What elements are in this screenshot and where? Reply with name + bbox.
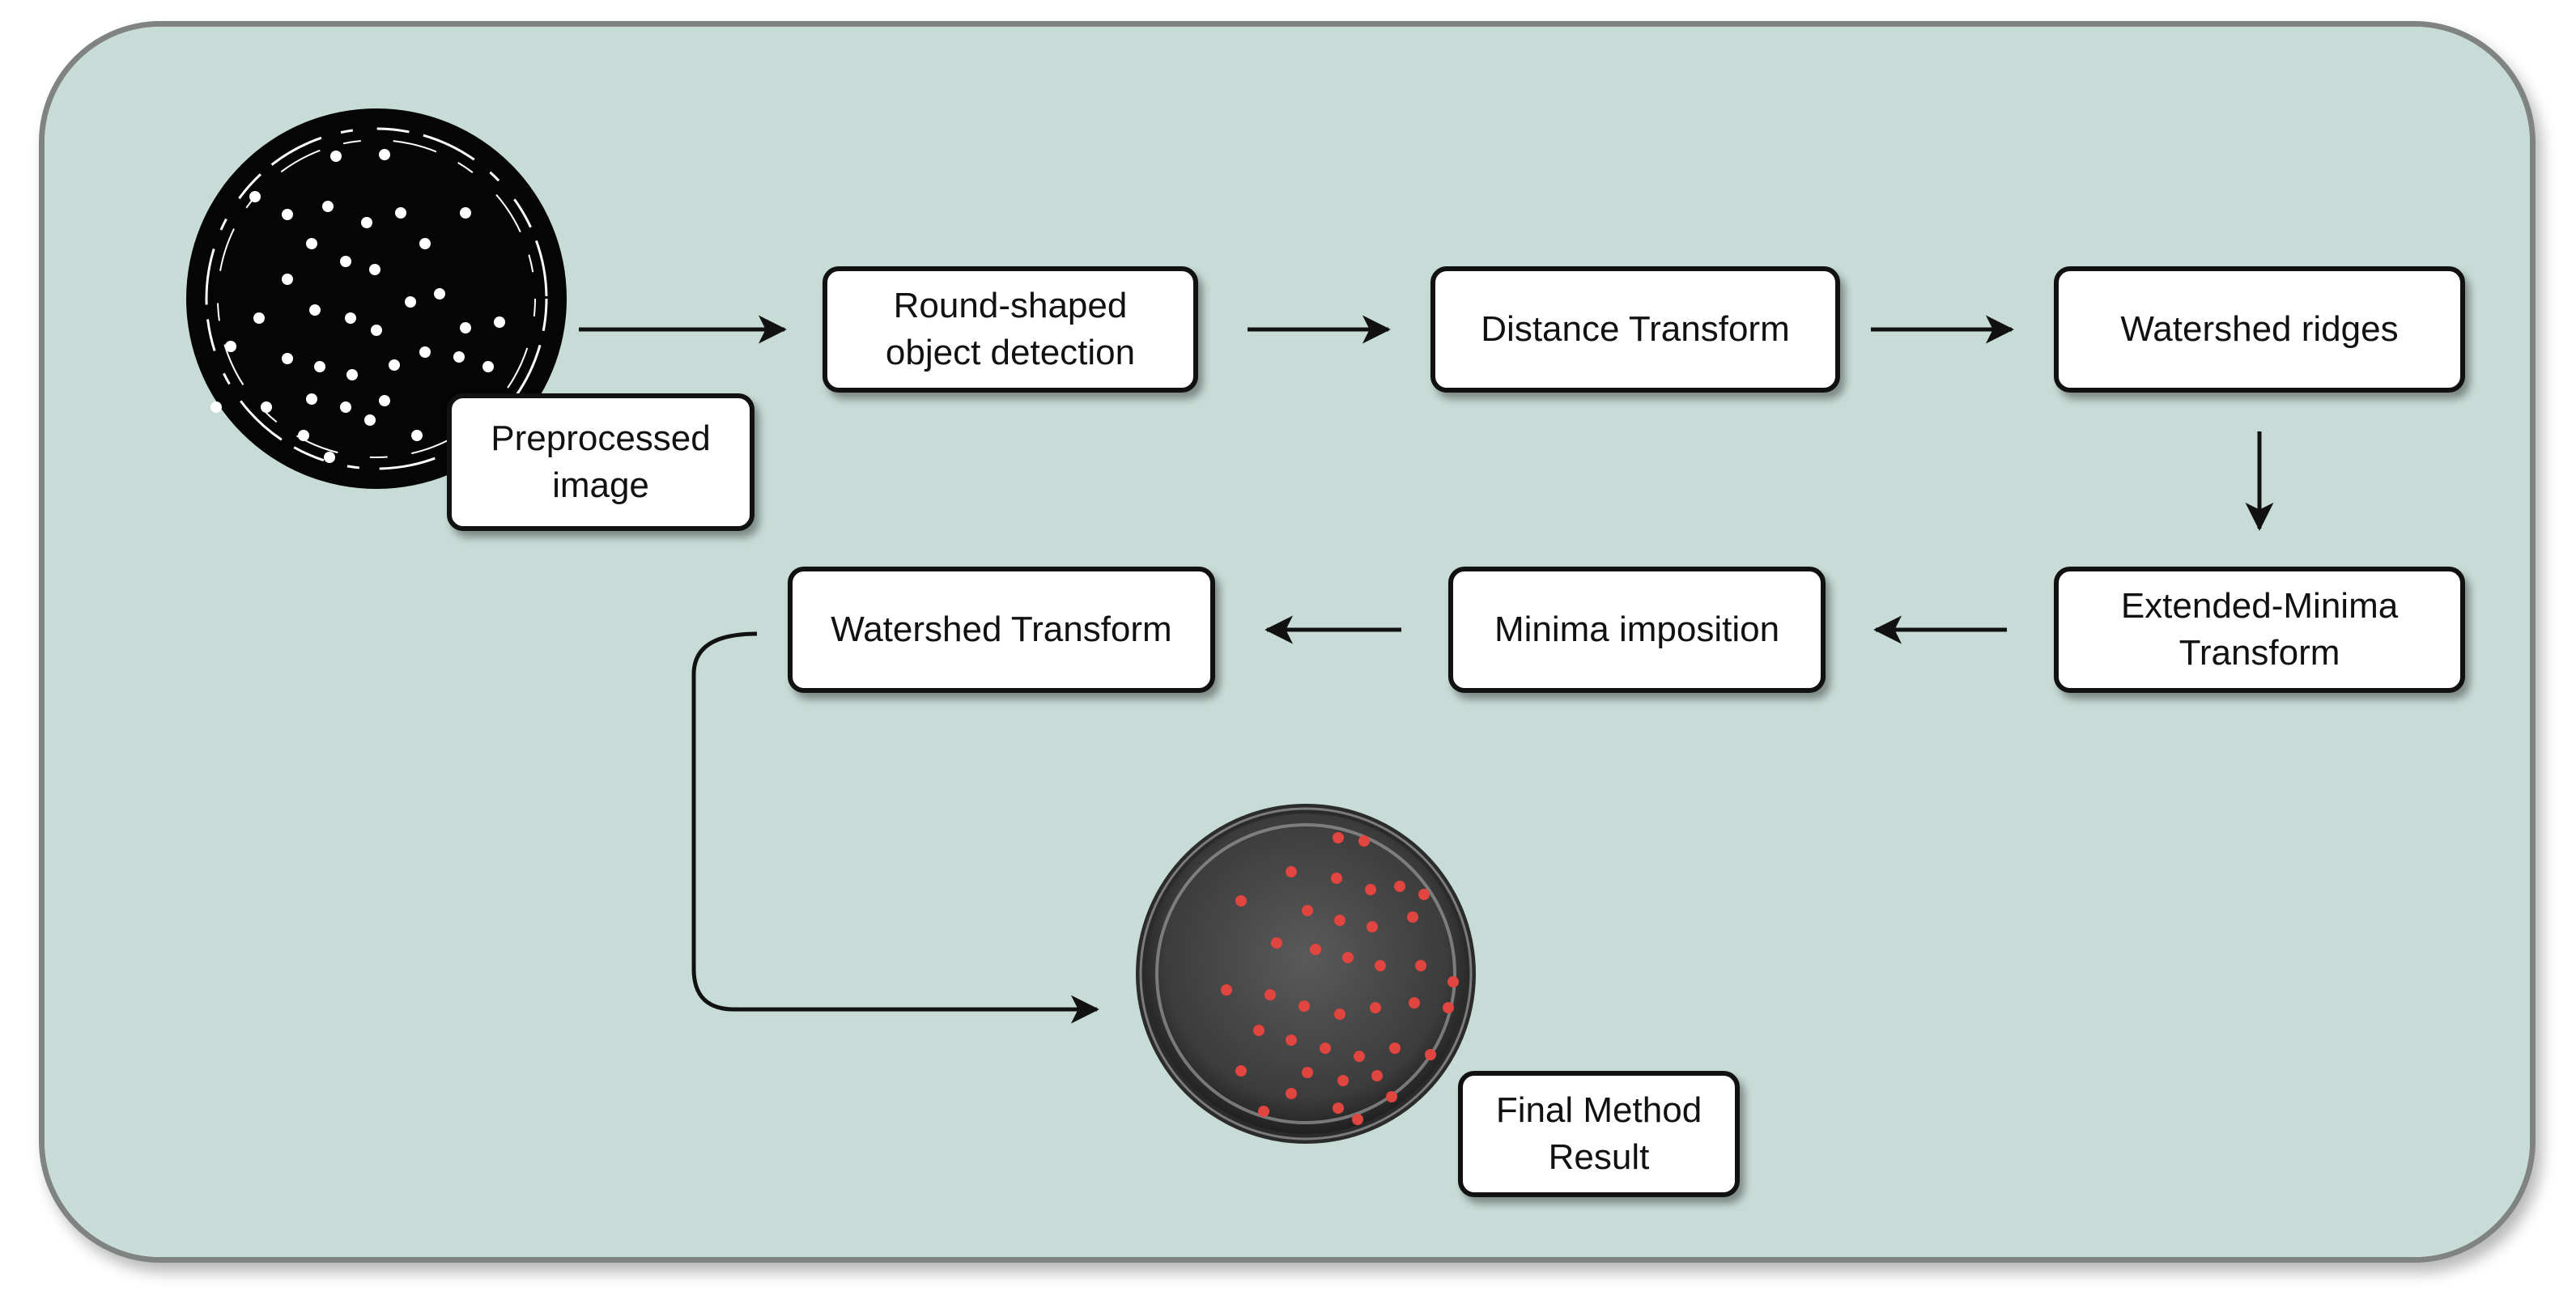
red-colony-dot — [1235, 895, 1247, 907]
red-colony-dot — [1235, 1065, 1247, 1077]
colony-dot — [361, 217, 372, 228]
red-colony-dot — [1358, 835, 1370, 847]
red-colony-dot — [1367, 921, 1378, 932]
diagram-panel: Preprocessed image Round-shaped object d… — [39, 21, 2536, 1263]
colony-dot — [282, 274, 293, 285]
colony-dot — [379, 395, 390, 406]
watershed-transform-box: Watershed Transform — [788, 567, 1215, 693]
minima-imposition-label: Minima imposition — [1494, 610, 1780, 649]
round-shaped-object-detection-box: Round-shaped object detection — [823, 266, 1198, 393]
red-colony-dot — [1389, 1043, 1401, 1054]
colony-dot — [434, 288, 445, 299]
red-colony-dot — [1365, 884, 1376, 895]
colony-dot — [345, 312, 356, 324]
red-colony-dot — [1333, 1102, 1344, 1114]
red-colony-dot — [1447, 976, 1459, 988]
colony-dot — [419, 346, 431, 358]
red-colony-dot — [1286, 866, 1297, 877]
red-colony-dot — [1302, 1067, 1313, 1078]
colony-dot — [494, 316, 505, 328]
colony-dot — [282, 353, 293, 364]
red-colony-dot — [1334, 915, 1345, 926]
colony-dot — [379, 149, 390, 160]
red-colony-dot — [1386, 1091, 1397, 1102]
final-method-result-label: Final Method Result — [1495, 1090, 1702, 1177]
minima-imposition-box: Minima imposition — [1448, 567, 1826, 693]
colony-dot — [324, 452, 335, 463]
colony-dot — [330, 151, 342, 162]
round-shaped-object-detection-label: Round-shaped object detection — [885, 286, 1136, 372]
red-colony-dot — [1333, 832, 1344, 843]
red-colony-dot — [1265, 989, 1276, 1000]
colony-dot — [405, 296, 416, 308]
colony-dot — [306, 393, 317, 405]
red-colony-dot — [1331, 873, 1342, 884]
red-colony-dot — [1352, 1114, 1363, 1125]
colony-dot — [453, 351, 465, 363]
red-colony-dot — [1371, 1070, 1383, 1081]
petri-dish-with-red-colonies-icon — [1136, 804, 1476, 1144]
red-colony-dot — [1258, 1106, 1269, 1117]
red-colony-dot — [1337, 1075, 1349, 1086]
colony-dot — [340, 401, 351, 413]
arrow-watershed-transform-to-final-result — [691, 631, 1099, 1024]
colony-dot — [340, 256, 351, 267]
colony-dot — [253, 312, 265, 324]
red-colony-dot — [1320, 1043, 1331, 1054]
colony-dot — [322, 201, 334, 212]
colony-dot — [298, 430, 309, 441]
colony-dot — [369, 264, 380, 275]
colony-dot — [389, 359, 400, 371]
red-colony-dot — [1253, 1025, 1265, 1036]
colony-dot — [210, 401, 222, 413]
red-colony-dot — [1415, 960, 1426, 971]
red-colony-dot — [1310, 944, 1321, 955]
colony-dot — [460, 322, 471, 333]
colony-dot — [282, 209, 293, 220]
red-colony-dot — [1271, 937, 1282, 949]
red-colony-dot — [1286, 1088, 1297, 1099]
red-colony-dot — [1443, 1002, 1454, 1013]
colony-dot — [249, 191, 261, 202]
red-colony-dot — [1302, 905, 1313, 916]
preprocessed-image-label: Preprocessed image — [491, 418, 711, 505]
extended-minima-transform-label: Extended-Minima Transform — [2120, 586, 2399, 673]
colony-dot — [419, 238, 431, 249]
colony-dot — [395, 207, 406, 219]
preprocessed-image-box: Preprocessed image — [447, 393, 755, 531]
colony-dot — [261, 401, 272, 413]
colony-dot — [306, 238, 317, 249]
colony-dot — [411, 430, 423, 441]
distance-transform-label: Distance Transform — [1481, 309, 1790, 349]
colony-dot — [346, 369, 358, 380]
watershed-ridges-label: Watershed ridges — [2120, 309, 2399, 349]
red-colony-dot — [1375, 960, 1386, 971]
red-colony-dot — [1418, 889, 1430, 900]
red-colony-dot — [1334, 1009, 1345, 1020]
red-colony-dot — [1425, 1049, 1436, 1060]
colony-dot — [482, 361, 494, 372]
colony-dot — [314, 361, 325, 372]
colony-dot — [225, 341, 236, 352]
red-colony-dot — [1370, 1002, 1381, 1013]
red-colony-dot — [1407, 911, 1418, 923]
red-colony-dot — [1286, 1034, 1297, 1046]
final-method-result-box: Final Method Result — [1458, 1071, 1740, 1197]
colony-dot — [309, 304, 321, 316]
watershed-ridges-box: Watershed ridges — [2054, 266, 2465, 393]
colony-dot — [364, 414, 376, 426]
colony-dot — [460, 207, 471, 219]
red-colony-dot — [1394, 881, 1405, 892]
extended-minima-transform-box: Extended-Minima Transform — [2054, 567, 2465, 693]
colony-dot — [371, 325, 382, 336]
red-colony-dot — [1342, 952, 1354, 963]
distance-transform-box: Distance Transform — [1430, 266, 1840, 393]
red-colony-dot — [1409, 997, 1420, 1009]
red-colony-dot — [1354, 1051, 1365, 1062]
red-colony-dot — [1299, 1000, 1310, 1012]
red-colony-dot — [1221, 984, 1232, 996]
watershed-transform-label: Watershed Transform — [831, 610, 1172, 649]
